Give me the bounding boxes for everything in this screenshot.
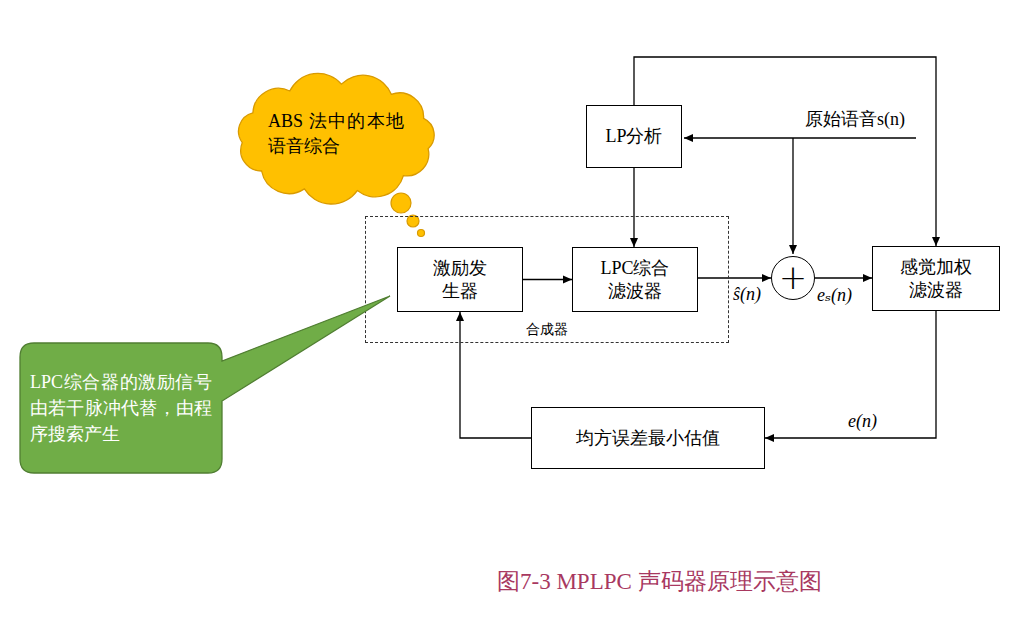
thought-bubble [391, 193, 411, 213]
speech-callout: LPC综合器的激励信号由若干脉冲代替，由程序搜索产生 [20, 343, 222, 473]
process-box: 均方误差最小估值 [531, 407, 765, 469]
connector [765, 311, 936, 438]
box-label: 激励发生器 [431, 257, 489, 302]
input-wire [684, 137, 916, 138]
group-label: 合成器 [523, 321, 571, 339]
input-branch-wire [792, 138, 793, 254]
process-box: LP分析 [586, 105, 682, 168]
connector [633, 168, 634, 247]
cloud-callout: ABS 法中的本地语音综合 [228, 72, 444, 204]
box-label: 感觉加权滤波器 [896, 256, 976, 301]
connector [815, 277, 872, 278]
process-box: 感觉加权滤波器 [872, 246, 1000, 311]
signal-label: ŝ(n) [731, 284, 763, 305]
connector [523, 279, 572, 280]
callout-text: ABS 法中的本地语音综合 [268, 109, 404, 159]
process-box: 激励发生器 [397, 247, 523, 312]
box-label: LP分析 [605, 125, 662, 148]
signal-label: 原始语音s(n) [803, 107, 907, 131]
thought-bubble [418, 230, 425, 237]
sum-sign: + [779, 260, 808, 294]
summing-junction: + [771, 256, 815, 300]
signal-label: eₛ(n) [815, 284, 854, 306]
connector [698, 277, 771, 278]
signal-label: e(n) [846, 411, 879, 432]
box-label: 均方误差最小估值 [576, 427, 720, 450]
callout-text: LPC综合器的激励信号由若干脉冲代替，由程序搜索产生 [30, 369, 212, 447]
figure-caption: 图7-3 MPLPC 声码器原理示意图 [495, 566, 824, 597]
synthesizer-group: 合成器 激励发生器 LPC综合滤波器 [365, 216, 729, 343]
connector [460, 312, 531, 438]
process-box: LPC综合滤波器 [572, 247, 698, 312]
box-label: LPC综合滤波器 [593, 257, 677, 302]
